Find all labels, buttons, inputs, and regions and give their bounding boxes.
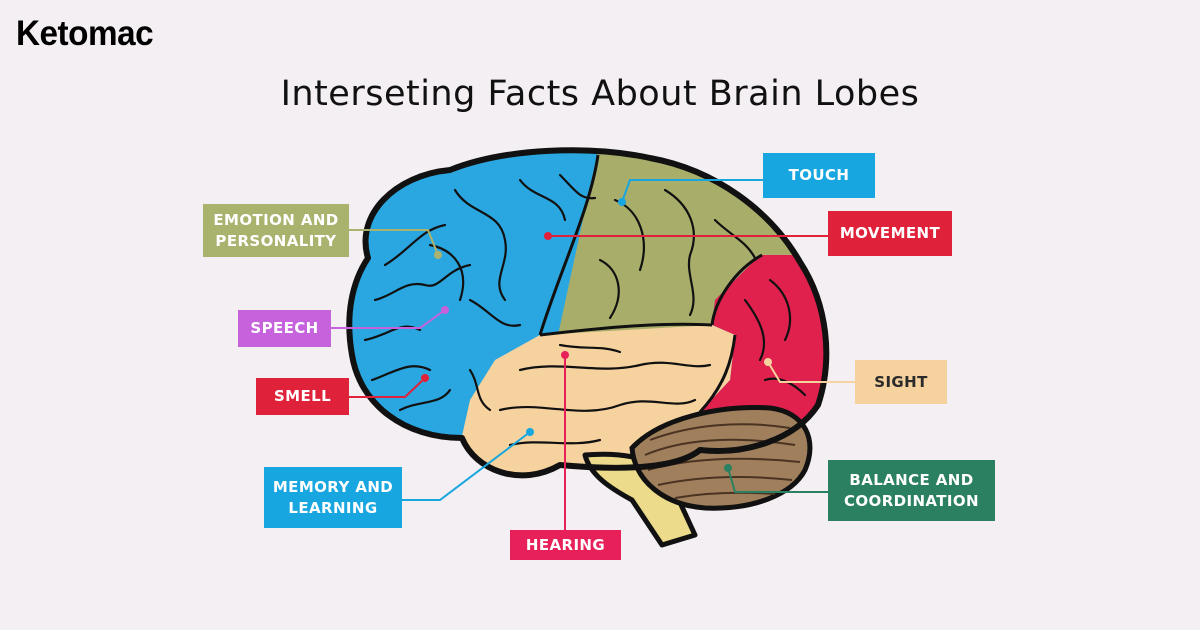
label-hearing: HEARING: [510, 530, 621, 560]
label-smell: SMELL: [256, 378, 349, 415]
connectors: [331, 179, 855, 530]
label-movement: MOVEMENT: [828, 211, 952, 256]
label-emotion-and-personality: EMOTION AND PERSONALITY: [203, 204, 349, 257]
label-touch: TOUCH: [763, 153, 875, 198]
label-sight: SIGHT: [855, 360, 947, 404]
label-balance-and-coordination: BALANCE AND COORDINATION: [828, 460, 995, 521]
cerebellum-folds: [644, 423, 801, 499]
lobe-boundaries: [538, 154, 763, 414]
brain-outline: [346, 147, 830, 479]
page-title: Interseting Facts About Brain Lobes: [280, 74, 920, 114]
label-speech: SPEECH: [238, 310, 331, 347]
connector-dots: [421, 198, 772, 472]
label-memory-and-learning: MEMORY AND LEARNING: [264, 467, 402, 528]
brand-logo: Ketomac: [16, 14, 154, 53]
